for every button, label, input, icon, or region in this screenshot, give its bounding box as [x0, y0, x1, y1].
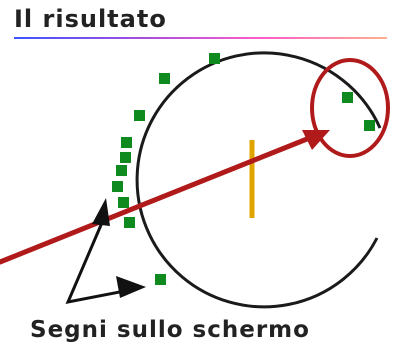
impact-marker: [116, 165, 127, 176]
impact-marker: [120, 152, 131, 163]
red-arrow: [0, 130, 330, 265]
screen-circle: [135, 51, 382, 309]
impact-markers: [112, 53, 375, 285]
impact-marker: [121, 137, 132, 148]
pointer-arrows: [65, 198, 146, 305]
impact-marker: [124, 217, 135, 228]
caption: Segni sullo schermo: [30, 317, 310, 343]
impact-marker: [118, 197, 129, 208]
title-underline: [14, 37, 387, 39]
impact-marker: [209, 53, 220, 64]
impact-marker: [364, 120, 375, 131]
impact-marker: [159, 73, 170, 84]
impact-marker: [112, 181, 123, 192]
impact-marker: [155, 274, 166, 285]
impact-marker: [342, 92, 353, 103]
highlight-ellipse: [310, 58, 390, 158]
impact-marker: [134, 110, 145, 121]
page-title: Il risultato: [14, 5, 167, 33]
